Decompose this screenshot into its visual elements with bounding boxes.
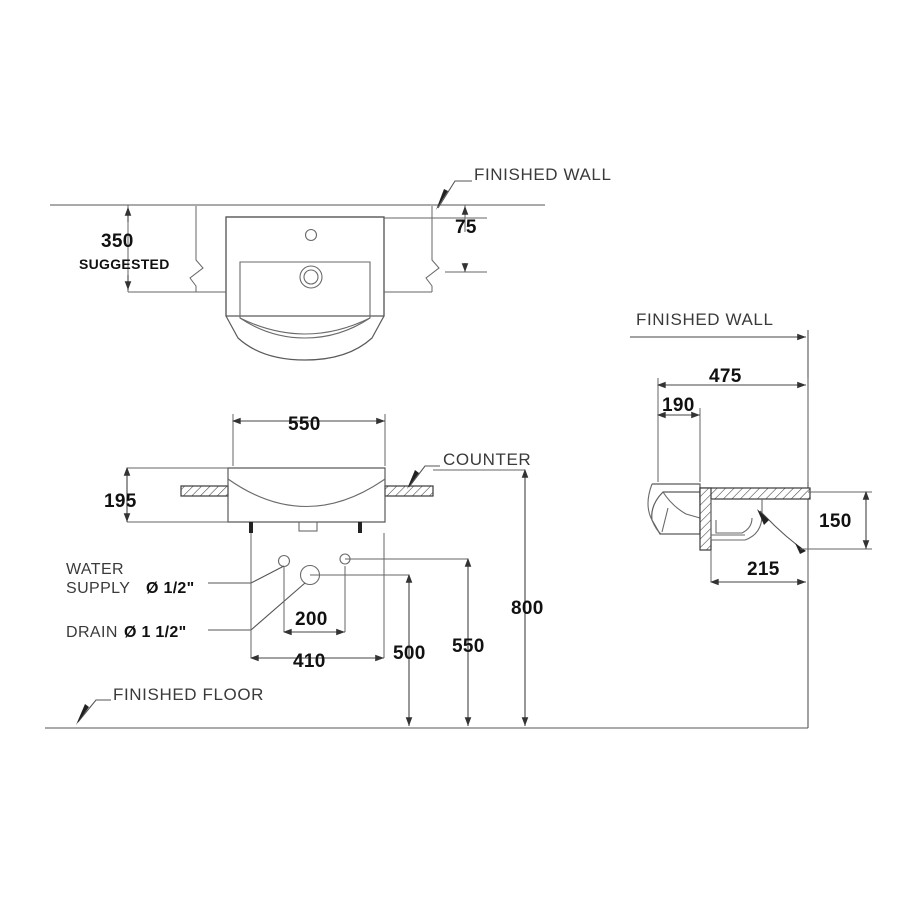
dim-150-text: 150 (819, 511, 852, 532)
counter-slab-left (180, 485, 229, 497)
basin-section-outline (651, 483, 701, 535)
drain-plan-inner (303, 269, 319, 285)
dim-350-text: 350 (101, 231, 134, 252)
basin-plan-bowl (239, 261, 371, 339)
counter-slab-section (699, 487, 811, 500)
basin-elevation-bowl-curve (227, 478, 386, 508)
drain-diameter: Ø 1 1/2" (124, 624, 186, 641)
plan-view: 350 SUGGESTED 75 FINISHED WALL (50, 165, 612, 361)
front-elevation-view: 550 195 COUNTER WATER SUPPLY Ø 1/2" DRAI… (45, 414, 808, 729)
finished-floor-leader (77, 699, 111, 723)
basin-plan-bowl-front-curve (239, 317, 371, 335)
dim-190-text: 190 (662, 395, 695, 416)
basin-section-front-face (647, 483, 662, 535)
dim-800-text: 800 (511, 598, 544, 619)
counter-slab-right (384, 485, 434, 497)
basin-plan-rim (225, 216, 385, 317)
break-line-left (189, 206, 204, 292)
finished-floor-label: FINISHED FLOOR (113, 685, 264, 704)
suggested-text: SUGGESTED (79, 256, 170, 272)
counter-label: COUNTER (443, 450, 531, 469)
counter-apron-section (699, 487, 712, 551)
basin-section-bowl-inner (715, 517, 753, 534)
faucet-hole-plan (304, 228, 318, 242)
break-line-right (425, 206, 440, 292)
basin-plan-outline (225, 216, 385, 361)
finished-wall-plan-label: FINISHED WALL (474, 165, 612, 184)
side-section-view: FINISHED WALL 475 190 215 (630, 310, 872, 728)
dim-550-text: 550 (288, 414, 321, 435)
finished-wall-plan-leader (437, 180, 472, 209)
basin-section-bowl (710, 499, 763, 541)
drain-plan-outer (299, 265, 323, 289)
dim-410-text: 410 (293, 651, 326, 672)
drain-label: DRAIN (66, 624, 118, 641)
supply-hole-left (277, 554, 291, 568)
dim-75-text: 75 (455, 217, 477, 238)
dim-195-text: 195 (104, 491, 137, 512)
finished-wall-section-label: FINISHED WALL (636, 310, 774, 329)
water-supply-label-line1: WATER (66, 561, 124, 578)
dim-215-text: 215 (747, 559, 780, 580)
water-supply-diameter: Ø 1/2" (146, 580, 195, 597)
supply-stub-left (249, 522, 253, 533)
dim-550-height-text: 550 (452, 636, 485, 657)
drain-trap-section (759, 510, 798, 546)
basin-elevation-outline (227, 467, 386, 523)
basin-section-rib2 (661, 507, 669, 533)
dim-200-text: 200 (295, 609, 328, 630)
dim-475-text: 475 (709, 366, 742, 387)
counter-leader (408, 465, 440, 488)
supply-stub-right (358, 522, 362, 533)
basin-section-rib (662, 491, 701, 519)
dim-500-text: 500 (393, 643, 426, 664)
drain-stub-center (298, 521, 318, 532)
water-supply-label-line2: SUPPLY (66, 580, 130, 597)
